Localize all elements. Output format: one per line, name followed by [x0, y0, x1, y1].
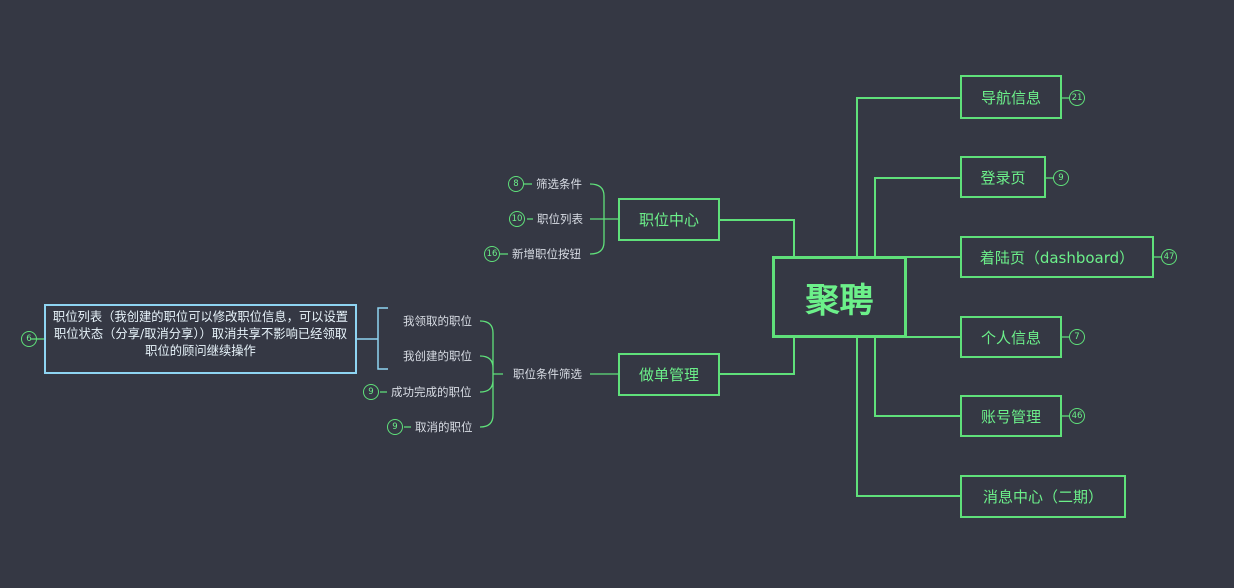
count-badge: 21: [1069, 90, 1085, 106]
topic-personal-info[interactable]: 个人信息: [960, 316, 1062, 358]
connector-root-job-center: [720, 219, 795, 256]
topic-message-center[interactable]: 消息中心（二期）: [960, 475, 1126, 518]
topic-navigation-info[interactable]: 导航信息: [960, 75, 1062, 119]
note-text: 职位列表（我创建的职位可以修改职位信息，可以设置职位状态（分享/取消分享））取消…: [52, 310, 349, 358]
count-badge: 6: [21, 331, 37, 347]
count-badge: 16: [484, 246, 500, 262]
subtopic-completed-jobs[interactable]: 成功完成的职位: [391, 385, 472, 399]
connector-root-navigation: [856, 97, 960, 256]
count-badge: 46: [1069, 408, 1085, 424]
count-badge: 47: [1161, 249, 1177, 265]
bracket-note: [357, 307, 388, 370]
topic-label: 职位中心: [638, 211, 699, 229]
subtopic-job-condition-filter[interactable]: 职位条件筛选: [513, 367, 582, 381]
connector-root-login: [874, 177, 960, 256]
root-topic[interactable]: 聚聘: [772, 256, 907, 338]
topic-order-management[interactable]: 做单管理: [618, 353, 720, 396]
subtopic-add-job-button[interactable]: 新增职位按钮: [512, 247, 581, 261]
note-job-list-summary[interactable]: 职位列表（我创建的职位可以修改职位信息，可以设置职位状态（分享/取消分享））取消…: [44, 304, 357, 374]
topic-label: 登录页: [980, 168, 1026, 187]
subtopic-cancelled-jobs[interactable]: 取消的职位: [415, 420, 473, 434]
subtopic-job-list[interactable]: 职位列表: [537, 212, 583, 226]
count-badge: 9: [387, 419, 403, 435]
bracket-job-center: [589, 183, 618, 255]
topic-job-center[interactable]: 职位中心: [618, 198, 720, 241]
topic-login-page[interactable]: 登录页: [960, 156, 1046, 198]
connector-root-account: [874, 338, 960, 417]
count-badge: 9: [1053, 170, 1069, 186]
subtopic-my-created-jobs[interactable]: 我创建的职位: [403, 349, 472, 363]
topic-landing-page[interactable]: 着陆页（dashboard）: [960, 236, 1154, 278]
topic-label: 个人信息: [980, 328, 1041, 347]
topic-label: 消息中心（二期）: [982, 488, 1103, 506]
count-badge: 10: [509, 211, 525, 227]
count-badge: 8: [508, 176, 524, 192]
topic-account-management[interactable]: 账号管理: [960, 395, 1062, 437]
topic-label: 着陆页（dashboard）: [979, 248, 1135, 267]
count-badge: 7: [1069, 329, 1085, 345]
topic-label: 账号管理: [980, 407, 1041, 426]
topic-label: 导航信息: [980, 88, 1041, 107]
root-topic-label: 聚聘: [805, 280, 874, 321]
subtopic-filter-conditions[interactable]: 筛选条件: [536, 177, 582, 191]
bracket-filter: [479, 320, 503, 428]
connector-root-order-mgmt: [720, 338, 795, 375]
connector-root-message: [856, 338, 960, 497]
count-badge: 9: [363, 384, 379, 400]
topic-label: 做单管理: [638, 366, 699, 384]
subtopic-my-claimed-jobs[interactable]: 我领取的职位: [403, 314, 472, 328]
